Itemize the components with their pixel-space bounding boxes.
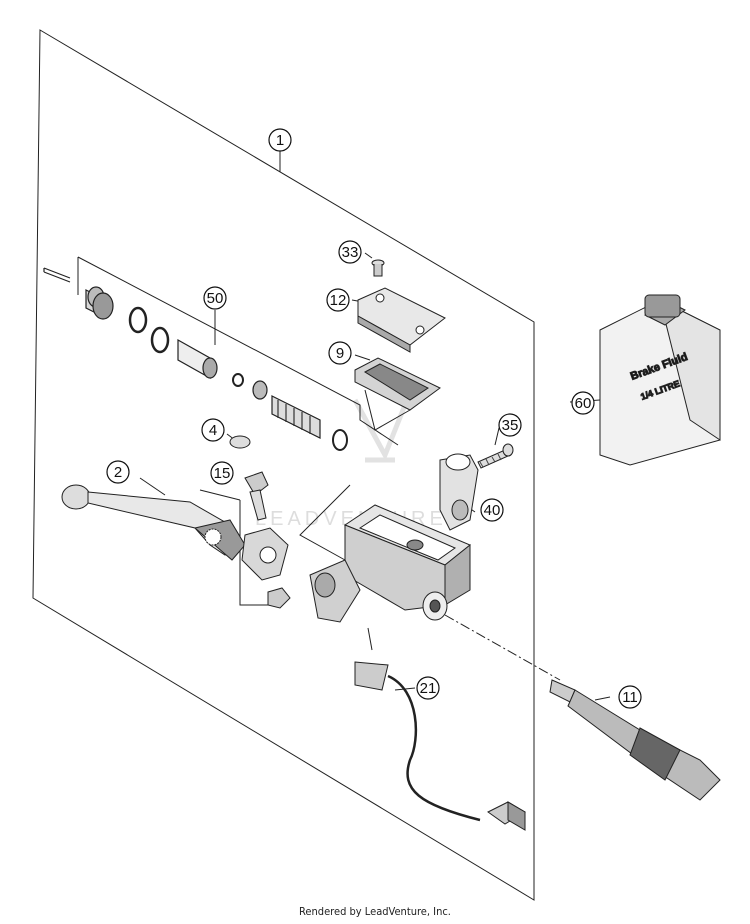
callout-label-2: 2 — [114, 464, 122, 481]
callout-label-21: 21 — [420, 680, 437, 697]
screw-part-33 — [371, 259, 385, 277]
callout-label-9: 9 — [336, 345, 344, 362]
reservoir-cover-part — [357, 287, 446, 353]
diaphragm-part — [354, 357, 441, 431]
callout-50: 50 — [203, 286, 227, 310]
callout-label-15: 15 — [214, 465, 231, 482]
lever-pivot-part — [241, 471, 291, 609]
piston-seal-kit — [43, 267, 348, 451]
master-cylinder-body — [309, 504, 471, 623]
callout-1: 1 — [268, 128, 292, 152]
callout-label-1: 1 — [276, 132, 284, 149]
lever-kit-bracket — [199, 489, 283, 606]
callout-11: 11 — [618, 685, 642, 709]
callout-12: 12 — [326, 288, 350, 312]
brake-switch-part — [354, 627, 526, 831]
callout-2: 2 — [106, 460, 130, 484]
callout-label-11: 11 — [622, 689, 638, 706]
callout-60: 60 — [571, 391, 595, 415]
callout-label-40: 40 — [484, 502, 501, 519]
callout-40: 40 — [480, 498, 504, 522]
callout-33: 33 — [338, 240, 362, 264]
callout-label-12: 12 — [330, 292, 347, 309]
banjo-fitting-part — [439, 453, 479, 531]
footer-credit: Rendered by LeadVenture, Inc. — [299, 905, 451, 918]
brake-hose-part — [549, 679, 721, 801]
callout-label-4: 4 — [209, 422, 217, 439]
callout-label-50: 50 — [207, 290, 224, 307]
callout-21: 21 — [416, 676, 440, 700]
callout-15: 15 — [210, 461, 234, 485]
brake-fluid-bottle: Brake Fluid 1/4 LITRE — [599, 294, 721, 466]
callout-label-60: 60 — [575, 395, 592, 412]
callout-35: 35 — [498, 413, 522, 437]
reservoir-bracket — [299, 484, 351, 561]
callout-label-35: 35 — [502, 417, 519, 434]
bolt-part-35 — [477, 443, 514, 469]
callout-9: 9 — [328, 341, 352, 365]
brake-lever-part — [61, 484, 246, 561]
assembly-plate — [32, 29, 535, 901]
seal-kit-bracket — [77, 256, 399, 446]
washer-part — [229, 435, 251, 449]
callout-4: 4 — [201, 418, 225, 442]
callout-label-33: 33 — [342, 244, 359, 261]
